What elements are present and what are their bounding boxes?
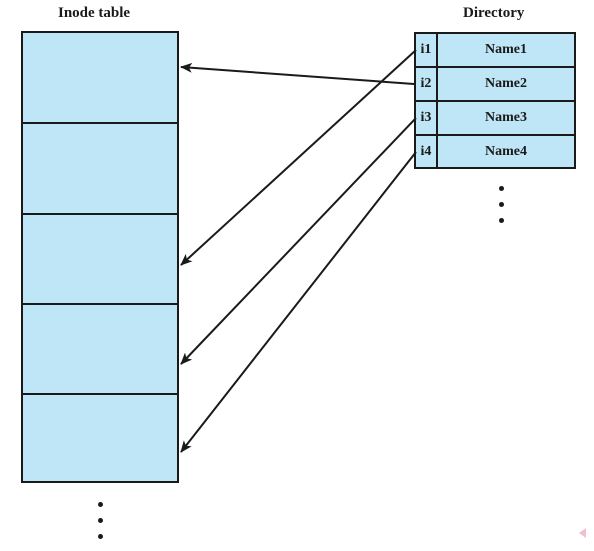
directory-entry-index: i3 — [416, 102, 438, 134]
inode-row-5 — [23, 395, 177, 483]
directory-continuation-dots — [499, 186, 505, 234]
inode-row-2 — [23, 124, 177, 215]
directory-entry-1: i1 Name1 — [416, 34, 574, 68]
directory-entry-4: i4 Name4 — [416, 136, 574, 167]
inode-table — [21, 31, 179, 483]
directory-title: Directory — [463, 5, 525, 21]
directory-table: i1 Name1 i2 Name2 i3 Name3 i4 Name4 — [414, 32, 576, 169]
directory-entry-name: Name1 — [485, 42, 527, 57]
directory-entry-name: Name3 — [485, 110, 527, 125]
arrow-i1-to-inode-3 — [180, 49, 417, 266]
inode-continuation-dots — [98, 502, 104, 550]
directory-entry-index: i4 — [416, 136, 438, 167]
directory-entry-index: i2 — [416, 68, 438, 100]
directory-entry-2: i2 Name2 — [416, 68, 574, 102]
directory-entry-index: i1 — [416, 34, 438, 66]
directory-entry-name: Name4 — [485, 143, 527, 159]
inode-row-3 — [23, 215, 177, 305]
arrow-i2-to-inode-1 — [180, 62, 415, 85]
page-marker-icon — [579, 528, 586, 538]
inode-row-1 — [23, 33, 177, 124]
inode-row-4 — [23, 305, 177, 395]
directory-entry-name: Name2 — [485, 76, 527, 91]
arrow-i3-to-inode-4 — [180, 117, 417, 365]
directory-entry-3: i3 Name3 — [416, 102, 574, 136]
inode-table-title: Inode table — [58, 5, 131, 21]
arrow-i4-to-inode-5 — [180, 151, 417, 453]
